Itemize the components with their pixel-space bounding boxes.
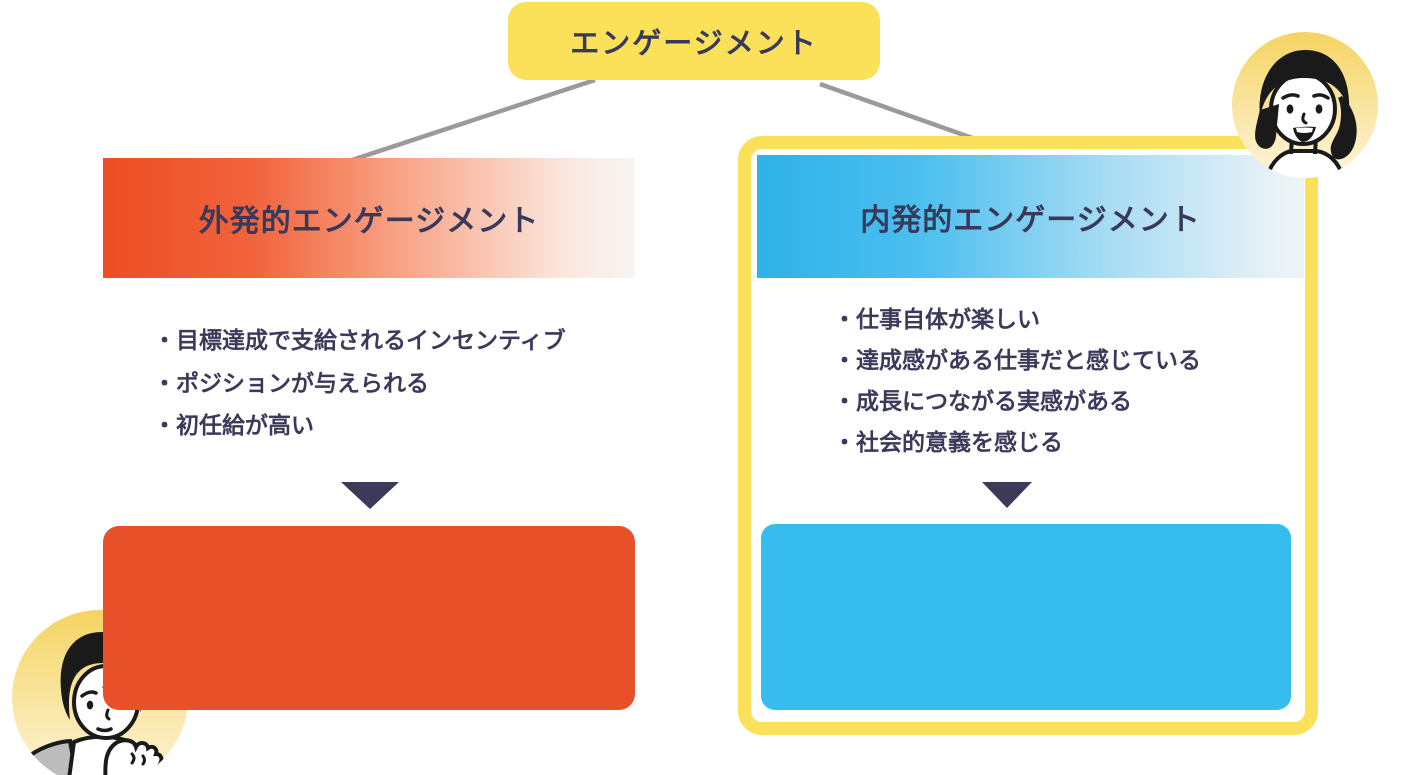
ponytail (1330, 96, 1357, 160)
eyebrows (1281, 93, 1330, 100)
nose (105, 708, 111, 721)
eye-right (1315, 104, 1323, 114)
bullet-item: ・目標達成で支給されるインセンティブ (153, 328, 566, 354)
extrinsic-bullet-list: ・目標達成で支給されるインセンティブ ・ポジションが与えられる ・初任給が高い (153, 320, 566, 448)
intrinsic-panel-frame (738, 136, 1318, 735)
eye-left (1286, 104, 1294, 114)
extrinsic-header-label: 外発的エンゲージメント (198, 204, 540, 239)
arrow-down-icon (341, 482, 399, 509)
bullet-item: ・初任給が高い (153, 413, 314, 439)
bullet-item: ・達成感がある仕事だと感じている (833, 348, 1201, 374)
arrow-down-icon (982, 482, 1032, 508)
female-avatar-illustration (1232, 32, 1378, 178)
teeth (1296, 127, 1313, 133)
bullet-item: ・社会的意義を感じる (833, 430, 1063, 456)
intrinsic-result-box (761, 524, 1291, 710)
connector-line-left (351, 77, 596, 163)
hair-side (1255, 104, 1279, 149)
extrinsic-result-box (103, 526, 635, 710)
intrinsic-header-label: 内発的エンゲージメント (860, 202, 1201, 238)
root-node-label: エンゲージメント (570, 26, 818, 60)
bullet-item: ・ポジションが与えられる (153, 370, 429, 397)
bullet-item: ・成長につながる実感がある (833, 389, 1132, 415)
intrinsic-header: 内発的エンゲージメント (757, 155, 1304, 278)
root-node: エンゲージメント (508, 2, 880, 80)
mouth (96, 727, 113, 733)
bullet-item: ・仕事自体が楽しい (833, 307, 1040, 333)
eye-left (86, 700, 94, 710)
finger-lines (130, 752, 146, 766)
intrinsic-bullet-list: ・仕事自体が楽しい ・達成感がある仕事だと感じている ・成長につながる実感がある… (833, 300, 1201, 464)
hair (1259, 50, 1350, 118)
nose (1301, 112, 1308, 125)
connector-line-right (819, 81, 979, 143)
extrinsic-header: 外発的エンゲージメント (103, 158, 635, 278)
